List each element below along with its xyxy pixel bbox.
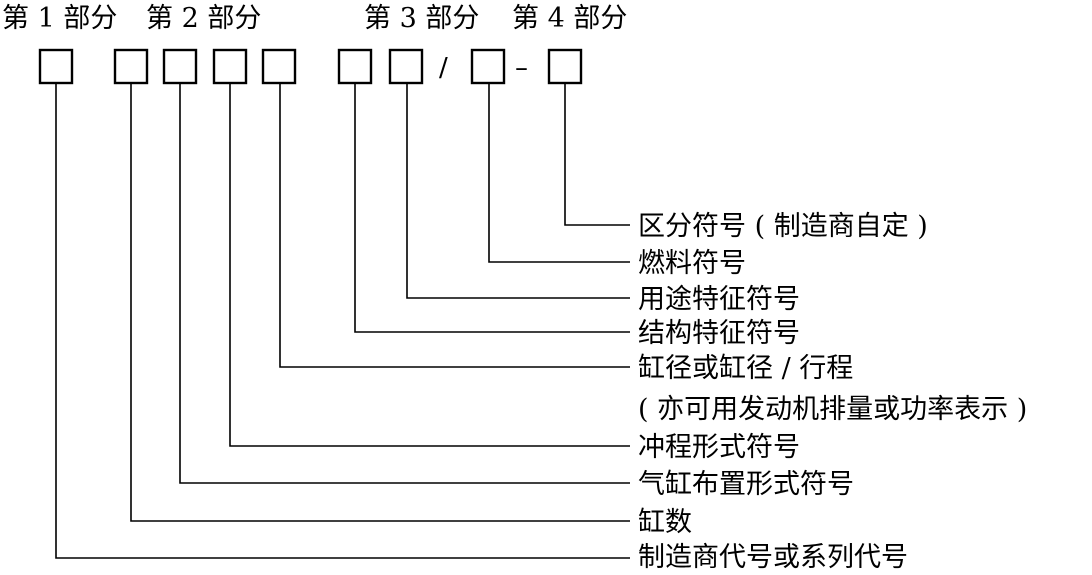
label-usage-symbol: 用途特征符号: [638, 284, 800, 315]
label-fuel-symbol: 燃料符号: [638, 248, 746, 279]
code-box-part2-cylinders: [113, 48, 149, 85]
code-box-part2-arrangement: [162, 48, 198, 85]
label-manufacturer-code: 制造商代号或系列代号: [638, 542, 908, 573]
code-box-part4: [547, 48, 583, 85]
part-4-header: 第 4 部分: [512, 3, 627, 34]
label-cylinder-count: 缸数: [638, 507, 692, 538]
code-box-part3-usage: [388, 48, 424, 85]
label-bore-note: ( 亦可用发动机排量或功率表示 ): [638, 394, 1027, 425]
code-box-part2-bore: [261, 48, 297, 85]
slash-separator: /: [439, 53, 448, 83]
code-box-part2-stroke: [212, 48, 248, 85]
label-stroke-type: 冲程形式符号: [638, 432, 800, 463]
connector-structure: [354, 83, 630, 333]
code-box-part1: [38, 48, 74, 85]
part-2-header: 第 2 部分: [146, 3, 261, 34]
part-3-header: 第 3 部分: [364, 3, 479, 34]
connector-manufacturer: [55, 83, 630, 559]
connector-stroke: [229, 83, 630, 447]
dash-separator: –: [515, 53, 528, 83]
label-bore-stroke: 缸径或缸径 / 行程: [638, 353, 853, 384]
code-box-part3-fuel: [470, 48, 506, 85]
connector-bore: [279, 83, 630, 368]
part-1-header: 第 1 部分: [2, 3, 117, 34]
connector-arrangement: [179, 83, 630, 484]
label-cylinder-arrangement: 气缸布置形式符号: [638, 469, 854, 500]
connector-usage: [406, 83, 630, 299]
label-distinguishing-symbol: 区分符号 ( 制造商自定 ): [638, 211, 928, 242]
code-box-part3-structure: [337, 48, 373, 85]
connector-part4: [564, 83, 630, 226]
label-structure-symbol: 结构特征符号: [638, 318, 800, 349]
connector-cylinders: [130, 83, 630, 522]
connector-fuel: [488, 83, 630, 263]
